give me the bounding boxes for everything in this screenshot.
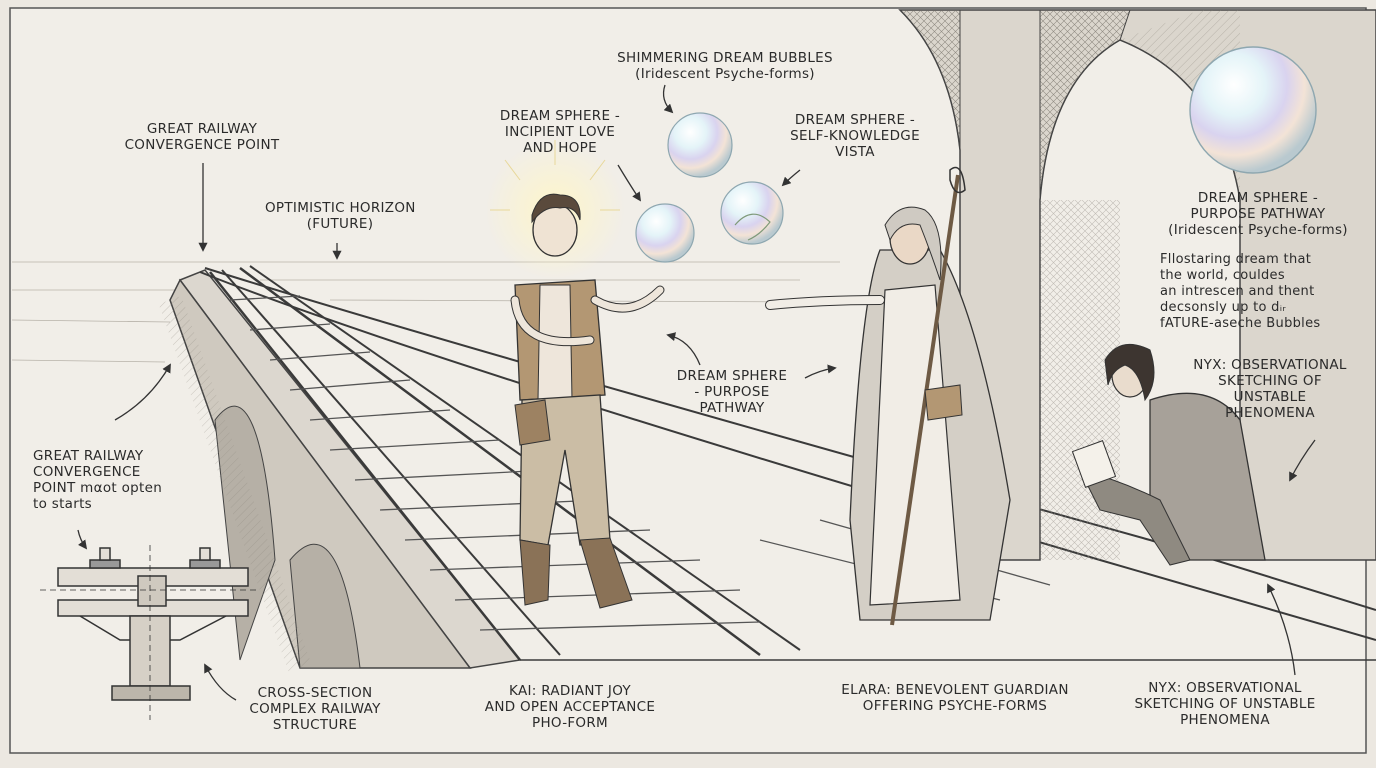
label-railway-convergence-left: GREAT RAILWAY CONVERGENCE POINT mαot opt… <box>33 448 203 512</box>
label-kai: KAI: RADIANT JOY AND OPEN ACCEPTANCE PHO… <box>470 683 670 731</box>
nyx-figure <box>1071 343 1266 566</box>
label-line: PATHWAY <box>699 400 765 416</box>
label-line: OPTIMISTIC HORIZON <box>265 200 416 216</box>
rail-sleepers <box>229 295 1051 631</box>
handwritten-note: Fllostaring dream that the world, coulde… <box>1160 252 1360 332</box>
railway-viaduct <box>158 269 522 672</box>
label-line: (Iridescent Psyche-forms) <box>635 66 815 82</box>
label-line: VISTA <box>835 144 875 160</box>
label-line: (FUTURE) <box>306 216 374 232</box>
label-line: CROSS-SECTION <box>257 685 373 701</box>
label-nyx-bottom: NYX: OBSERVATIONAL SKETCHING OF UNSTABLE… <box>1120 680 1330 728</box>
label-line: STRUCTURE <box>272 717 358 733</box>
label-line: SKETCHING OF <box>1218 373 1322 389</box>
dream-bubbles <box>635 46 1317 263</box>
label-line: GREAT RAILWAY <box>146 121 258 137</box>
label-line: CONVERGENCE POINT <box>124 137 280 153</box>
label-line: DREAM SPHERE - <box>499 108 621 124</box>
label-line: KAI: RADIANT JOY <box>509 683 631 699</box>
label-optimistic-horizon: OPTIMISTIC HORIZON (FUTURE) <box>265 200 415 232</box>
label-line: PHENOMENA <box>1180 712 1270 728</box>
bubble-top <box>667 112 733 178</box>
label-line: OFFERING PSYCHE-FORMS <box>862 698 1048 714</box>
label-line: INCIPIENT LOVE <box>504 124 616 140</box>
label-line: PURPOSE PATHWAY <box>1190 206 1326 222</box>
label-line: CONVERGENCE <box>33 464 141 480</box>
label-elara: ELARA: BENEVOLENT GUARDIAN OFFERING PSYC… <box>820 682 1090 714</box>
label-line: DREAM SPHERE - <box>1197 190 1319 206</box>
annotation-arrows <box>77 84 1316 701</box>
elara-figure <box>765 166 1011 626</box>
bubble-vista <box>720 181 784 245</box>
label-line: PHENOMENA <box>1225 405 1315 421</box>
label-line: NYX: OBSERVATIONAL <box>1148 680 1302 696</box>
label-sphere-purpose-center: DREAM SPHERE - PURPOSE PATHWAY <box>662 368 802 416</box>
label-line: PHO-FORM <box>532 715 608 731</box>
label-line: AND OPEN ACCEPTANCE <box>484 699 656 715</box>
label-line: SKETCHING OF UNSTABLE <box>1134 696 1316 712</box>
note-line: Fllostaring dream that <box>1160 252 1312 267</box>
label-line: to starts <box>33 496 93 512</box>
label-line: DREAM SPHERE <box>676 368 788 384</box>
label-nyx-side: NYX: OBSERVATIONAL SKETCHING OF UNSTABLE… <box>1180 357 1360 421</box>
label-shimmering-bubbles: SHIMMERING DREAM BUBBLES (Iridescent Psy… <box>595 50 855 82</box>
label-line: SHIMMERING DREAM BUBBLES <box>617 50 833 66</box>
label-cross-section: CROSS-SECTION COMPLEX RAILWAY STRUCTURE <box>230 685 400 733</box>
kai-figure <box>485 140 665 609</box>
label-line: COMPLEX RAILWAY <box>249 701 381 717</box>
label-line: DREAM SPHERE - <box>794 112 916 128</box>
note-line: an intrescen and thent <box>1160 284 1315 299</box>
note-line: decsonsly up to dᵢᵣ <box>1160 300 1287 315</box>
label-line: GREAT RAILWAY <box>33 448 144 464</box>
label-line: POINT mαot opten <box>33 480 163 496</box>
label-line: - PURPOSE <box>694 384 770 400</box>
label-sphere-self-knowledge: DREAM SPHERE - SELF-KNOWLEDGE VISTA <box>770 112 940 160</box>
bubble-large <box>1189 46 1317 174</box>
label-railway-convergence-top: GREAT RAILWAY CONVERGENCE POINT <box>112 121 292 153</box>
label-sphere-love: DREAM SPHERE - INCIPIENT LOVE AND HOPE <box>485 108 635 156</box>
cross-section-diagram <box>40 545 260 720</box>
note-line: the world, couldes <box>1160 268 1285 283</box>
label-line: SELF-KNOWLEDGE <box>790 128 920 144</box>
label-line: (Iridescent Psyche-forms) <box>1168 222 1348 238</box>
note-line: fATURE-aseche Bubbles <box>1160 316 1321 331</box>
label-line: ELARA: BENEVOLENT GUARDIAN <box>841 682 1069 698</box>
label-line: AND HOPE <box>523 140 597 156</box>
bubble-love <box>635 203 695 263</box>
label-line: NYX: OBSERVATIONAL <box>1193 357 1347 373</box>
label-sphere-purpose-right: DREAM SPHERE - PURPOSE PATHWAY (Iridesce… <box>1158 190 1358 238</box>
label-line: UNSTABLE <box>1233 389 1307 405</box>
